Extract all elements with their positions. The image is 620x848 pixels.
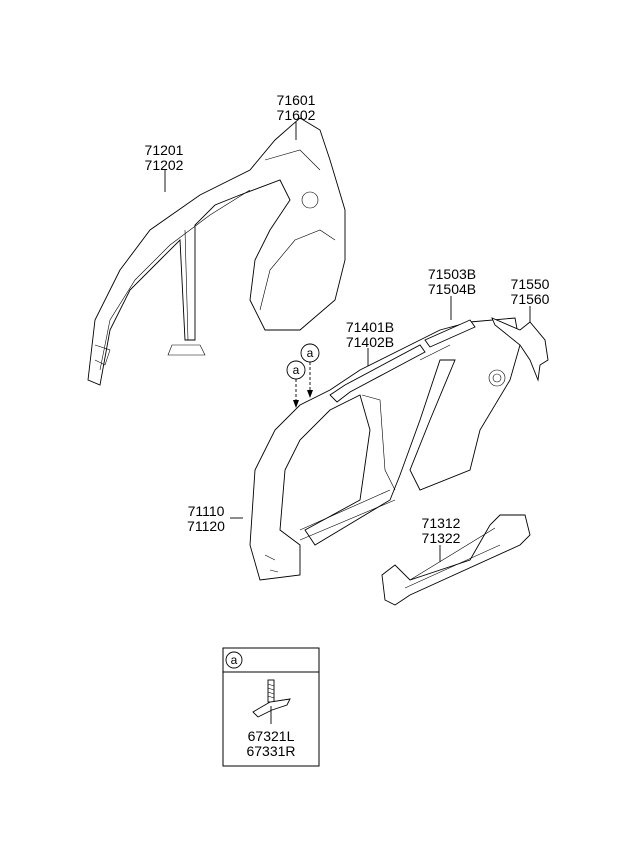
part-number: 71120 — [187, 518, 225, 534]
leader-lines — [164, 122, 531, 562]
svg-text:a: a — [293, 363, 300, 377]
part-number: 71201 — [145, 142, 184, 158]
svg-text:a: a — [307, 346, 314, 360]
part-number: 71401B — [346, 319, 394, 335]
part-number: 71560 — [511, 291, 550, 307]
part-number: 71601 — [277, 92, 316, 108]
part-number: 71202 — [145, 157, 184, 173]
side-sill-drawing — [381, 514, 531, 606]
callout-71401B: 71401B 71402B — [346, 319, 394, 350]
roof-rail-outer-drawing — [329, 319, 476, 403]
bolt-clip-drawing — [252, 679, 291, 724]
callout-71550: 71550 71560 — [511, 276, 550, 307]
detail-marker: a — [231, 653, 238, 667]
reference-marker-a-2: a — [300, 343, 320, 398]
callout-71201: 71201 71202 — [145, 142, 184, 173]
part-number: 71602 — [277, 107, 316, 123]
inner-side-panel-drawing — [87, 117, 346, 386]
arrow-down-icon — [307, 390, 313, 398]
callout-71601: 71601 71602 — [277, 92, 316, 123]
part-number: 71322 — [422, 530, 461, 546]
part-number: 71550 — [511, 276, 550, 292]
detail-box-a: a 67321L 67331R — [222, 647, 320, 767]
callout-71312: 71312 71322 — [422, 515, 461, 546]
part-number: 67321L — [248, 728, 295, 744]
part-number: 71504B — [428, 281, 476, 297]
callout-71110: 71110 71120 — [187, 503, 225, 534]
rear-pillar-extension-drawing — [491, 317, 549, 382]
reference-marker-a-1: a — [286, 360, 306, 408]
part-number: 67331R — [246, 743, 295, 759]
outer-side-panel-drawing — [249, 317, 521, 581]
callout-71503B: 71503B 71504B — [428, 266, 476, 297]
part-number: 71110 — [188, 503, 225, 519]
part-number: 71503B — [428, 266, 476, 282]
part-number: 71402B — [346, 334, 394, 350]
arrow-down-icon — [293, 400, 299, 408]
part-number: 71312 — [422, 515, 461, 531]
